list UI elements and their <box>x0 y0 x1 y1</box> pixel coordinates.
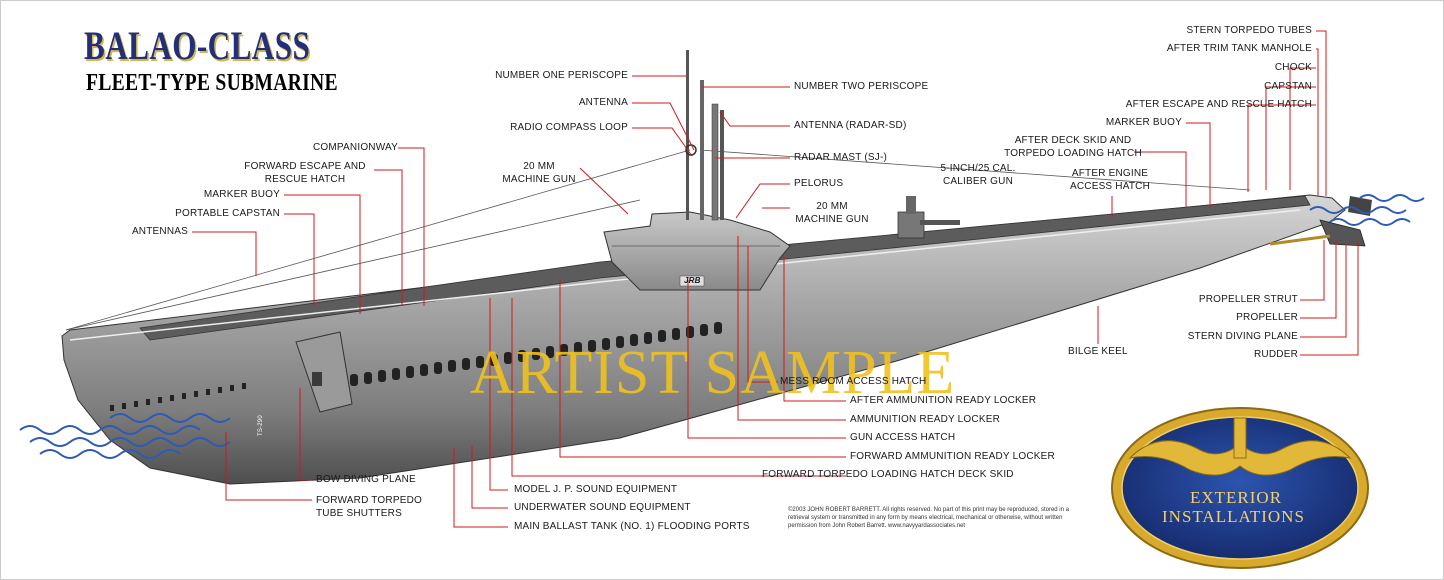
label-gun-access-hatch: GUN ACCESS HATCH <box>850 432 956 443</box>
label-after-deck-skid: AFTER DECK SKID AND TORPEDO LOADING HATC… <box>1004 135 1142 159</box>
water-waves <box>19 194 1425 459</box>
label-radio-compass-loop: RADIO COMPASS LOOP <box>510 122 628 133</box>
label-antenna: ANTENNA <box>578 97 628 108</box>
badge-line-1: EXTERIOR <box>1190 488 1283 507</box>
label-stern-diving-plane: STERN DIVING PLANE <box>1187 331 1298 342</box>
bow-hull-number: TS-290 <box>258 415 264 436</box>
label-antenna-radar-sd: ANTENNA (RADAR-SD) <box>794 120 907 131</box>
leader-lines <box>192 30 1359 528</box>
label-underwater-sound: UNDERWATER SOUND EQUIPMENT <box>514 502 691 513</box>
label-forward-torpedo-shutters: FORWARD TORPEDO TUBE SHUTTERS <box>316 495 422 519</box>
label-after-escape-hatch: AFTER ESCAPE AND RESCUE HATCH <box>1125 99 1312 110</box>
exterior-installations-badge <box>1111 407 1369 569</box>
label-rudder: RUDDER <box>1254 349 1298 360</box>
artist-sample-watermark: ARTIST SAMPLE <box>470 339 956 407</box>
label-propeller: PROPELLER <box>1236 312 1298 323</box>
label-marker-buoy-aft: MARKER BUOY <box>1105 117 1182 128</box>
badge-line-2: INSTALLATIONS <box>1162 507 1305 526</box>
label-after-engine-hatch: AFTER ENGINE ACCESS HATCH <box>1069 168 1150 192</box>
label-propeller-strut: PROPELLER STRUT <box>1198 294 1298 305</box>
poster-subtitle: FLEET-TYPE SUBMARINE <box>86 70 338 96</box>
label-mess-room-hatch: MESS ROOM ACCESS HATCH <box>780 376 927 387</box>
label-stern-torpedo-tubes: STERN TORPEDO TUBES <box>1186 25 1312 36</box>
poster-title: BALAO-CLASS <box>84 23 311 68</box>
label-number-two-periscope: NUMBER TWO PERISCOPE <box>794 81 929 92</box>
label-number-one-periscope: NUMBER ONE PERISCOPE <box>495 70 628 81</box>
label-bow-diving-plane: BOW DIVING PLANE <box>316 474 416 485</box>
label-after-ammo-locker: AFTER AMMUNITION READY LOCKER <box>850 395 1037 406</box>
label-after-trim-tank-manhole: AFTER TRIM TANK MANHOLE <box>1166 43 1312 54</box>
label-forward-escape-hatch: FORWARD ESCAPE AND RESCUE HATCH <box>244 161 366 185</box>
label-20mm-mg-forward: 20 MM MACHINE GUN <box>502 161 576 185</box>
label-jp-sound-equipment: MODEL J. P. SOUND EQUIPMENT <box>514 484 678 495</box>
label-chock: CHOCK <box>1274 62 1312 73</box>
hull <box>61 194 1346 485</box>
label-capstan: CAPSTAN <box>1264 81 1312 92</box>
label-antennas: ANTENNAS <box>131 226 188 237</box>
label-ammo-locker: AMMUNITION READY LOCKER <box>850 414 1000 425</box>
stern-gear <box>1269 196 1372 247</box>
label-pelorus: PELORUS <box>794 178 844 189</box>
label-bilge-keel: BILGE KEEL <box>1068 346 1128 357</box>
conning-tower <box>603 50 960 291</box>
label-deck-gun: 5-INCH/25 CAL. CALIBER GUN <box>940 163 1016 187</box>
label-portable-capstan: PORTABLE CAPSTAN <box>175 208 280 219</box>
antenna-wires <box>65 149 1251 331</box>
label-companionway: COMPANIONWAY <box>313 142 398 153</box>
label-20mm-mg-aft: 20 MM MACHINE GUN <box>795 201 869 225</box>
label-radar-mast: RADAR MAST (SJ-) <box>794 152 888 163</box>
label-marker-buoy-forward: MARKER BUOY <box>203 189 280 200</box>
label-ballast-flooding-ports: MAIN BALLAST TANK (NO. 1) FLOODING PORTS <box>514 521 750 532</box>
label-forward-torpedo-skid: FORWARD TORPEDO LOADING HATCH DECK SKID <box>762 469 1014 480</box>
copyright-notice: ©2003 JOHN ROBERT BARRETT. All rights re… <box>788 507 1069 529</box>
label-forward-ammo-locker: FORWARD AMMUNITION READY LOCKER <box>850 451 1055 462</box>
sail-marking: JRB <box>684 276 701 285</box>
